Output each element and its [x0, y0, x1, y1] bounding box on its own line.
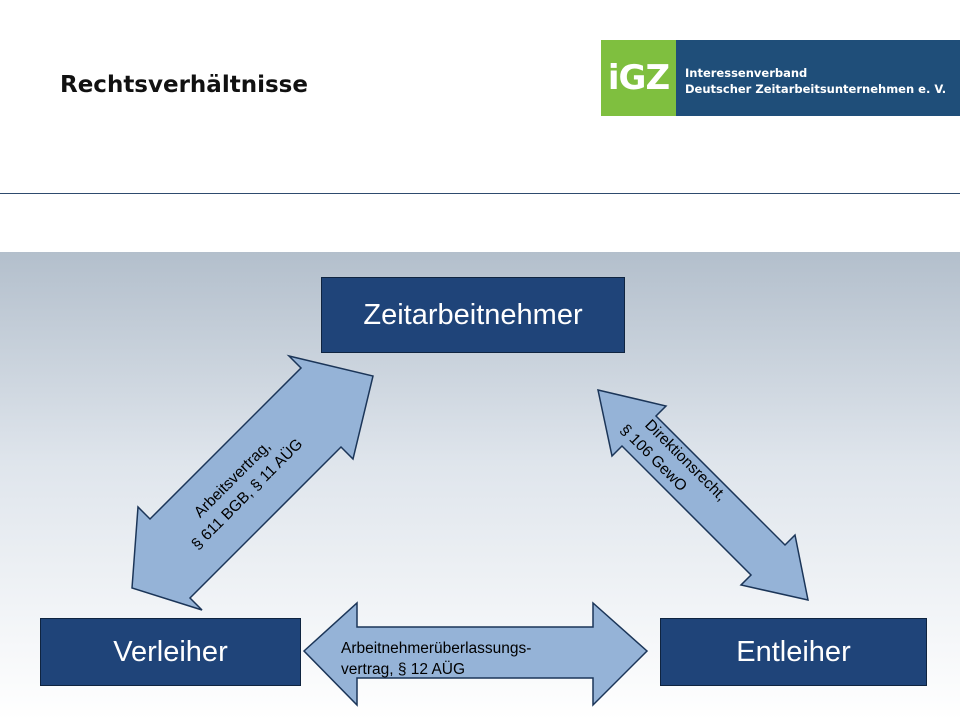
arrow-verleiher-zeitarbeitnehmer: [131, 354, 374, 611]
arrow-verleiher-entleiher: [302, 601, 649, 707]
label-ueberlassungsvertrag: Arbeitnehmerüberlassungs- vertrag, § 12 …: [341, 638, 531, 680]
logo-line-2: Deutscher Zeitarbeitsunternehmen e. V.: [685, 82, 947, 96]
node-zeitarbeitnehmer: Zeitarbeitnehmer: [321, 277, 625, 353]
logo-mark: iGZ: [601, 40, 676, 116]
node-verleiher: Verleiher: [40, 618, 301, 686]
arrow-zeitarbeitnehmer-entleiher: [597, 388, 809, 601]
label-ueberlassungsvertrag-line2: vertrag, § 12 AÜG: [341, 661, 466, 678]
node-entleiher: Entleiher: [660, 618, 927, 686]
page-title: Rechtsverhältnisse: [60, 72, 308, 98]
igz-logo: iGZ Interessenverband Deutscher Zeitarbe…: [601, 40, 960, 116]
divider-top: [0, 193, 960, 194]
logo-line-1: Interessenverband: [685, 66, 808, 80]
label-ueberlassungsvertrag-line1: Arbeitnehmerüberlassungs-: [341, 640, 532, 657]
